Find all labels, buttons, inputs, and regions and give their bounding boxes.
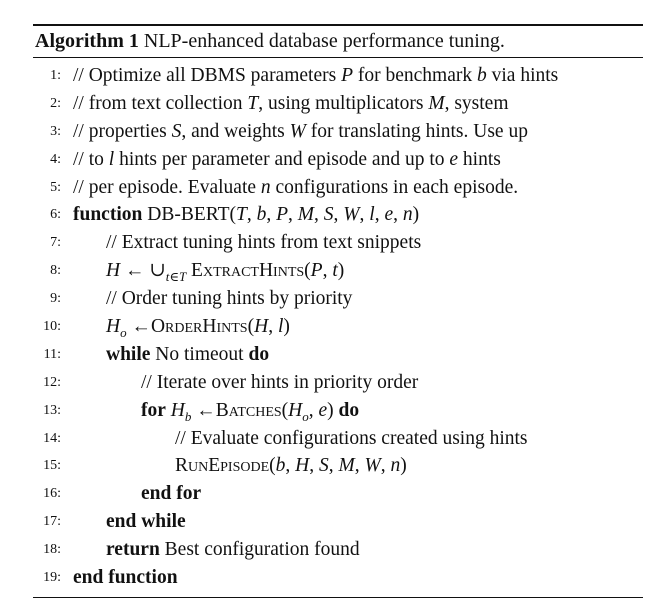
algo-line-10: 10: Ho ←OrderHints(H, l) xyxy=(33,313,643,341)
algo-line-17: 17: end while xyxy=(33,508,643,536)
line-number: 2: xyxy=(50,95,61,111)
return-statement: return Best configuration found xyxy=(106,536,360,564)
line-number: 5: xyxy=(50,179,61,195)
algorithm-body: 1: // Optimize all DBMS parameters P for… xyxy=(33,58,643,597)
while-condition: No timeout xyxy=(155,343,244,365)
algorithm-title: NLP-enhanced database performance tuning… xyxy=(143,30,505,52)
line-number: 6: xyxy=(50,207,61,223)
comment: // per episode. Evaluate n configuration… xyxy=(73,176,519,198)
algo-line-3: 3: // properties S, and weights W for tr… xyxy=(33,118,643,146)
caption-rule xyxy=(33,57,643,58)
keyword-do: do xyxy=(248,343,270,365)
algorithm-box: Algorithm 1 NLP-enhanced database perfor… xyxy=(33,24,643,598)
for-header: for Hb ←Batches(Ho, e) do xyxy=(141,399,360,424)
line-number: 9: xyxy=(50,291,61,307)
algo-line-14: 14: // Evaluate configurations created u… xyxy=(33,425,643,453)
comment: // Order tuning hints by priority xyxy=(106,288,353,310)
algo-line-6: 6: function DB-BERT(T, b, P, M, S, W, l,… xyxy=(33,201,643,229)
algorithm-label: Algorithm 1 xyxy=(35,30,139,52)
comment: // Extract tuning hints from text snippe… xyxy=(106,232,422,254)
keyword-return: return xyxy=(106,539,160,561)
keyword-end-while: end while xyxy=(106,511,186,533)
algo-line-8: 8: H ← ∪t∈T ExtractHints(P, t) xyxy=(33,257,643,285)
algo-line-19: 19: end function xyxy=(33,564,643,592)
keyword-end-for: end for xyxy=(141,483,202,505)
line-number: 12: xyxy=(43,374,61,390)
line-number: 17: xyxy=(43,514,61,530)
algo-line-7: 7: // Extract tuning hints from text sni… xyxy=(33,229,643,257)
algorithm-caption: Algorithm 1 NLP-enhanced database perfor… xyxy=(33,26,643,57)
line-number: 4: xyxy=(50,151,61,167)
line-number: 18: xyxy=(43,542,61,558)
algo-line-15: 15: RunEpisode(b, H, S, M, W, n) xyxy=(33,452,643,480)
statement: RunEpisode(b, H, S, M, W, n) xyxy=(175,455,407,477)
function-header: function DB-BERT(T, b, P, M, S, W, l, e,… xyxy=(73,204,420,226)
comment: // Iterate over hints in priority order xyxy=(141,371,419,393)
line-number: 19: xyxy=(43,570,61,586)
line-number: 11: xyxy=(43,346,61,362)
line-number: 14: xyxy=(43,430,61,446)
algo-line-16: 16: end for xyxy=(33,480,643,508)
line-number: 15: xyxy=(43,458,61,474)
line-number: 8: xyxy=(50,263,61,279)
top-rule xyxy=(33,24,643,26)
comment: // Evaluate configurations created using… xyxy=(175,427,528,449)
algo-line-18: 18: return Best configuration found xyxy=(33,536,643,564)
comment: // Optimize all DBMS parameters P for be… xyxy=(73,65,559,86)
line-number: 13: xyxy=(43,402,61,418)
line-number: 16: xyxy=(43,486,61,502)
algo-line-2: 2: // from text collection T, using mult… xyxy=(33,90,643,118)
line-number: 10: xyxy=(43,319,61,335)
algo-line-12: 12: // Iterate over hints in priority or… xyxy=(33,369,643,397)
algo-line-4: 4: // to l hints per parameter and episo… xyxy=(33,146,643,174)
keyword-function: function xyxy=(73,204,143,226)
line-number: 1: xyxy=(50,68,61,83)
comment: // from text collection T, using multipl… xyxy=(73,92,509,114)
keyword-for: for xyxy=(141,399,166,421)
while-header: while No timeout do xyxy=(106,341,269,369)
statement: H ← ∪t∈T ExtractHints(P, t) xyxy=(106,260,345,285)
statement: Ho ←OrderHints(H, l) xyxy=(106,316,290,340)
line-number: 3: xyxy=(50,123,61,139)
comment: // to l hints per parameter and episode … xyxy=(73,148,501,170)
algo-line-11: 11: while No timeout do xyxy=(33,341,643,369)
keyword-do: do xyxy=(338,399,360,421)
algo-line-13: 13: for Hb ←Batches(Ho, e) do xyxy=(33,397,643,425)
keyword-end-function: end function xyxy=(73,567,178,589)
algo-line-9: 9: // Order tuning hints by priority xyxy=(33,285,643,313)
algo-line-5: 5: // per episode. Evaluate n configurat… xyxy=(33,174,643,202)
bottom-rule xyxy=(33,596,643,598)
keyword-while: while xyxy=(106,343,151,365)
return-value: Best configuration found xyxy=(164,539,360,561)
comment: // properties S, and weights W for trans… xyxy=(73,120,528,142)
line-number: 7: xyxy=(50,235,61,251)
algo-line-1: 1: // Optimize all DBMS parameters P for… xyxy=(33,62,643,90)
